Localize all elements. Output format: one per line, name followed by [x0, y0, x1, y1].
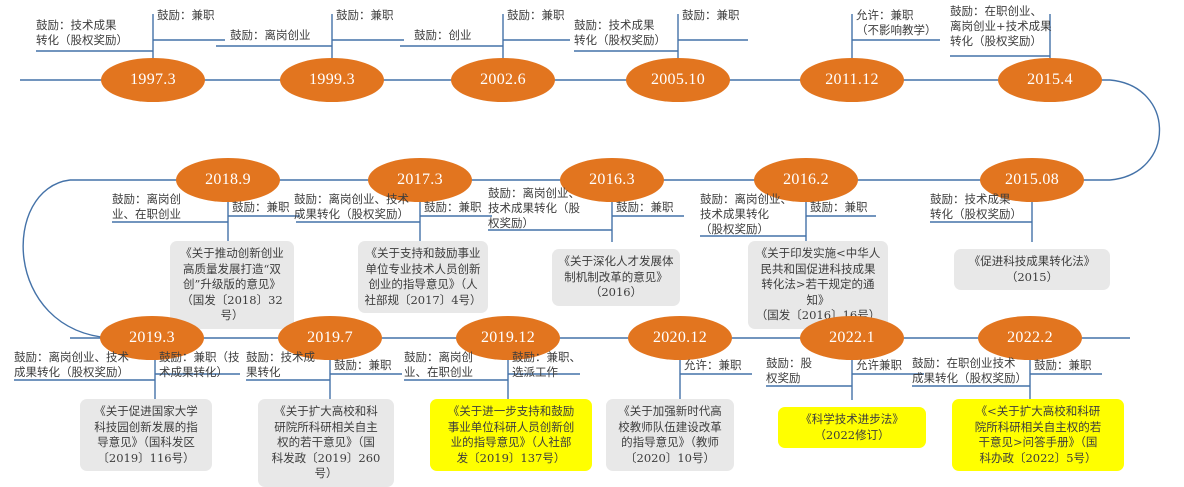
timeline-node-2015-4[interactable]: 2015.4 [998, 58, 1102, 102]
label-2015-4-right: 鼓励：在职创业、 离岗创业+技术成果 转化（股权奖励） [950, 4, 1052, 48]
label-1999-3-left: 鼓励：离岗创业 [230, 28, 311, 42]
label-2022-1-left: 鼓励：股 权奖励 [766, 356, 812, 385]
label-2018-9-left: 鼓励：离岗创 业、在职创业 [112, 192, 181, 221]
timeline-node-1999-3[interactable]: 1999.3 [280, 58, 384, 102]
label-1997-3-left: 鼓励：技术成果 转化（股权奖励） [36, 18, 128, 47]
label-2019-12-right: 鼓励：兼职、 选派工作 [512, 350, 581, 379]
label-2017-3-left: 鼓励：离岗创业、技术 成果转化（股权奖励） [294, 192, 409, 221]
timeline-diagram: 1997.3 1999.3 2002.6 2005.10 2011.12 201… [14, 4, 1160, 487]
label-2016-3-right: 鼓励：兼职 [616, 200, 674, 214]
label-1999-3-right: 鼓励：兼职 [336, 8, 394, 22]
timeline-node-2022-2[interactable]: 2022.2 [978, 316, 1082, 360]
label-2019-7-right: 鼓励：兼职 [334, 358, 392, 372]
label-2005-10-left: 鼓励：技术成果 转化（股权奖励） [574, 18, 666, 47]
policy-doc-2019-3: 《关于促进国家大学 科技园创新发展的指 导意见》（国科发区 〔2019〕116号… [80, 399, 212, 471]
timeline-node-2005-10[interactable]: 2005.10 [626, 58, 730, 102]
label-2019-12-left: 鼓励：离岗创 业、在职创业 [404, 350, 473, 379]
label-2002-6-left: 鼓励：创业 [414, 28, 472, 42]
policy-doc-2019-12: 《关于进一步支持和鼓励 事业单位科研人员创新创 业的指导意见》（人社部 发〔20… [430, 399, 592, 471]
label-2022-1-right: 允许兼职 [856, 358, 902, 372]
timeline-node-2002-6[interactable]: 2002.6 [451, 58, 555, 102]
label-2022-2-right: 鼓励：兼职 [1034, 358, 1092, 372]
label-2016-3-left: 鼓励：离岗创业、 技术成果转化（股 权奖励） [488, 186, 580, 230]
policy-doc-2016-3: 《关于深化人才发展体 制机制改革的意见》 （2016） [552, 249, 680, 306]
label-2002-6-right: 鼓励：兼职 [507, 8, 565, 22]
label-2022-2-left: 鼓励：在职创业技术 成果转化（股权奖励） [912, 356, 1027, 385]
timeline-node-2020-12[interactable]: 2020.12 [628, 316, 732, 360]
label-2019-7-left: 鼓励：技术成 果转化 [246, 350, 315, 379]
label-1997-3-right: 鼓励：兼职 [157, 8, 215, 22]
label-2019-3-right: 鼓励：兼职（技 术成果转化） [159, 350, 240, 379]
label-2019-3-left: 鼓励：离岗创业、技术 成果转化（股权奖励） [14, 350, 129, 379]
policy-doc-2015-08: 《促进科技成果转化法》 （2015） [954, 249, 1110, 290]
label-2011-12-right: 允许：兼职 （不影响教学） [856, 8, 937, 37]
label-2005-10-right: 鼓励：兼职 [682, 8, 740, 22]
label-2016-2-left: 鼓励：离岗创业、 技术成果转化 （股权奖励） [700, 192, 792, 236]
label-2018-9-right: 鼓励：兼职 [232, 200, 290, 214]
wrap-left [22, 179, 111, 339]
label-2017-3-right: 鼓励：兼职 [424, 200, 482, 214]
policy-doc-2018-9: 《关于推动创新创业 高质量发展打造“双 创”升级版的意见》 （国发〔2018〕3… [170, 241, 294, 329]
timeline-node-2022-1[interactable]: 2022.1 [800, 316, 904, 360]
policy-doc-2019-7: 《关于扩大高校和科 研院所科研相关自主 权的若干意见》（国 科发政〔2019〕2… [258, 399, 394, 487]
policy-doc-2016-2: 《关于印发实施<中华人 民共和国促进科技成果 转化法>若干规定的通知》 （国发〔… [748, 241, 888, 329]
policy-doc-2020-12: 《关于加强新时代高 校教师队伍建设改革 的指导意见》（教师 〔2020〕10号） [606, 399, 734, 471]
wrap-right [1109, 79, 1160, 181]
label-2020-12-right: 允许：兼职 [684, 358, 742, 372]
label-2015-08-left: 鼓励：技术成果 转化（股权奖励） [930, 192, 1022, 221]
policy-doc-2022-2: 《<关于扩大高校和科研 院所科研相关自主权的若 干意见>问答手册》（国 科办政〔… [952, 399, 1124, 471]
policy-doc-2022-1: 《科学技术进步法》 （2022修订） [778, 407, 926, 448]
timeline-node-1997-3[interactable]: 1997.3 [101, 58, 205, 102]
policy-doc-2017-3: 《关于支持和鼓励事业 单位专业技术人员创新 创业的指导意见》（人 社部规〔201… [358, 241, 488, 313]
timeline-node-2011-12[interactable]: 2011.12 [800, 58, 904, 102]
label-2016-2-right: 鼓励：兼职 [810, 200, 868, 214]
